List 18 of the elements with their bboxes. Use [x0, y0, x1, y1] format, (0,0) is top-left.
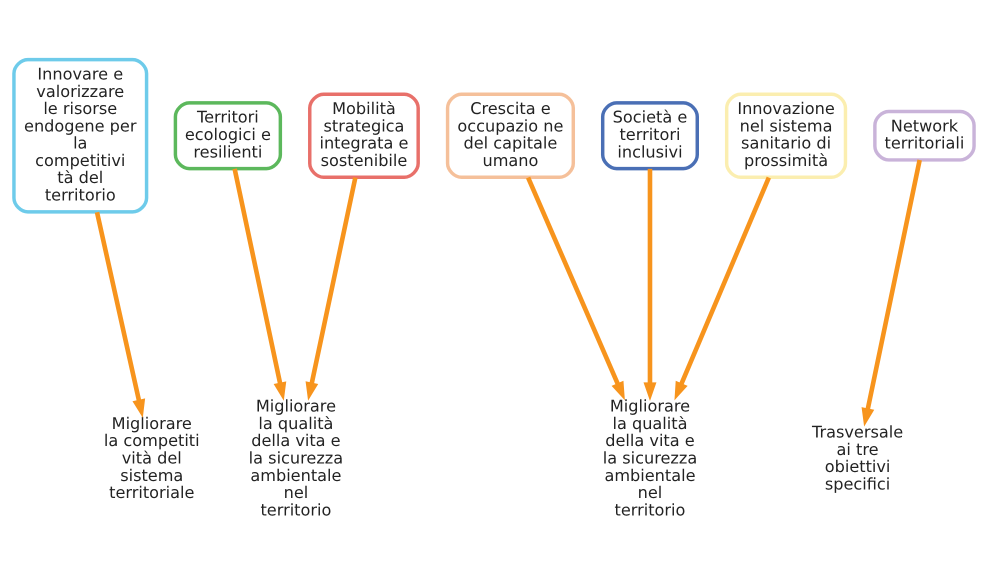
- node-box: Territori ecologici e resilienti: [173, 101, 282, 170]
- node-text: Migliorare la qualità della vita e la sicurezza ambientale nel territorio: [248, 396, 343, 520]
- node-text: Migliorare la qualità della vita e la sicurezza ambientale nel territorio: [602, 396, 697, 520]
- arrow: [674, 176, 770, 400]
- node-text: Trasversale ai tre obiettivi specifici: [811, 422, 903, 494]
- arrow: [861, 160, 922, 427]
- arrow: [232, 168, 286, 401]
- node-text: Migliorare la competitività del sistema territoriale: [103, 414, 200, 502]
- arrow: [305, 177, 358, 401]
- arrow: [94, 212, 145, 418]
- arrow: [643, 168, 656, 401]
- arrow: [525, 176, 624, 400]
- node-box: Mobilità strategica integrata e sostenibile: [308, 92, 420, 179]
- node-box: Società e territori inclusivi: [600, 101, 698, 170]
- node-box: Innovazione nel sistema sanitario di prossimità: [724, 92, 847, 179]
- node-box: Network territoriali: [872, 110, 976, 162]
- node-box: Crescita e occupazio ne del capitale umano: [445, 92, 575, 179]
- node-box: Innovare e valorizzare le risorse endogene per la competitivi tà del territorio: [12, 58, 148, 214]
